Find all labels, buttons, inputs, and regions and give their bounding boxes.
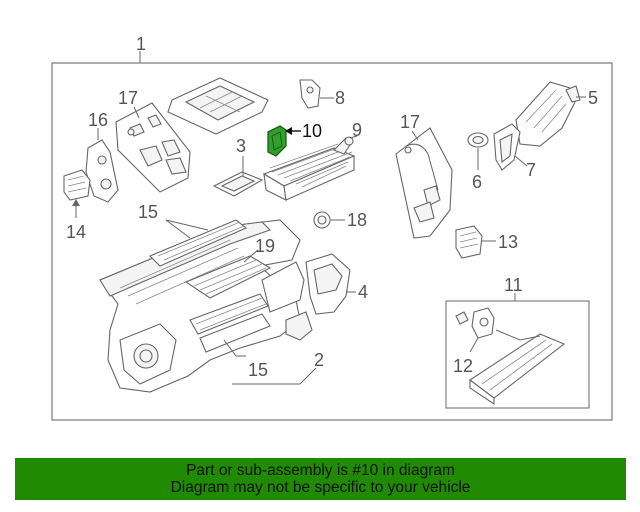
part-3-pad xyxy=(212,171,264,197)
part-5-duct xyxy=(515,81,581,147)
callout-16: 16 xyxy=(88,110,108,130)
part-4-actuator xyxy=(305,253,351,315)
callout-1: 1 xyxy=(136,34,146,54)
part-9-heater-core xyxy=(262,136,356,201)
part-14-cover xyxy=(63,169,91,201)
callout-12: 12 xyxy=(453,356,473,376)
callout-11: 11 xyxy=(504,275,523,295)
callout-17-right: 17 xyxy=(400,112,420,132)
part-12-valve xyxy=(455,307,495,339)
parts-diagram: 1 17 16 14 8 10 9 3 18 15 19 4 15 2 5 17… xyxy=(51,34,613,421)
callout-3: 3 xyxy=(236,136,246,156)
part-6-grommet xyxy=(467,132,489,148)
subassembly-11-box xyxy=(445,300,590,409)
part-13-resistor xyxy=(455,225,483,259)
callout-15-upper: 15 xyxy=(138,202,158,222)
callout-6: 6 xyxy=(472,172,482,192)
part-17-right-bracket xyxy=(395,127,453,239)
callout-2: 2 xyxy=(314,350,324,370)
top-filter-tray xyxy=(167,77,269,135)
fitment-notice-banner: Part or sub-assembly is #10 in diagram D… xyxy=(15,458,626,500)
callout-17-left: 17 xyxy=(118,88,138,108)
callout-9: 9 xyxy=(352,120,362,140)
assembly-frame xyxy=(51,62,613,421)
callout-8: 8 xyxy=(335,88,345,108)
notice-line-part-number: Part or sub-assembly is #10 in diagram xyxy=(186,462,455,479)
part-10-highlighted-seal xyxy=(267,125,287,157)
part-18-oring xyxy=(313,211,331,229)
notice-line-disclaimer: Diagram may not be specific to your vehi… xyxy=(170,479,471,496)
callout-14: 14 xyxy=(66,222,86,242)
part-16-bracket xyxy=(85,139,119,203)
part-7-link xyxy=(493,123,521,171)
part-8-clip xyxy=(299,79,321,109)
hvac-case-assembly xyxy=(99,219,313,393)
part-17-left-bracket xyxy=(115,102,191,193)
callout-10: 10 xyxy=(302,121,322,141)
callout-13: 13 xyxy=(498,232,518,252)
callout-7: 7 xyxy=(526,160,536,180)
callout-15-lower: 15 xyxy=(248,360,268,380)
callout-5: 5 xyxy=(588,88,598,108)
callout-19: 19 xyxy=(255,236,275,256)
callout-18: 18 xyxy=(347,210,367,230)
callout-4: 4 xyxy=(358,282,368,302)
part-11-expansion-assembly xyxy=(469,329,566,406)
